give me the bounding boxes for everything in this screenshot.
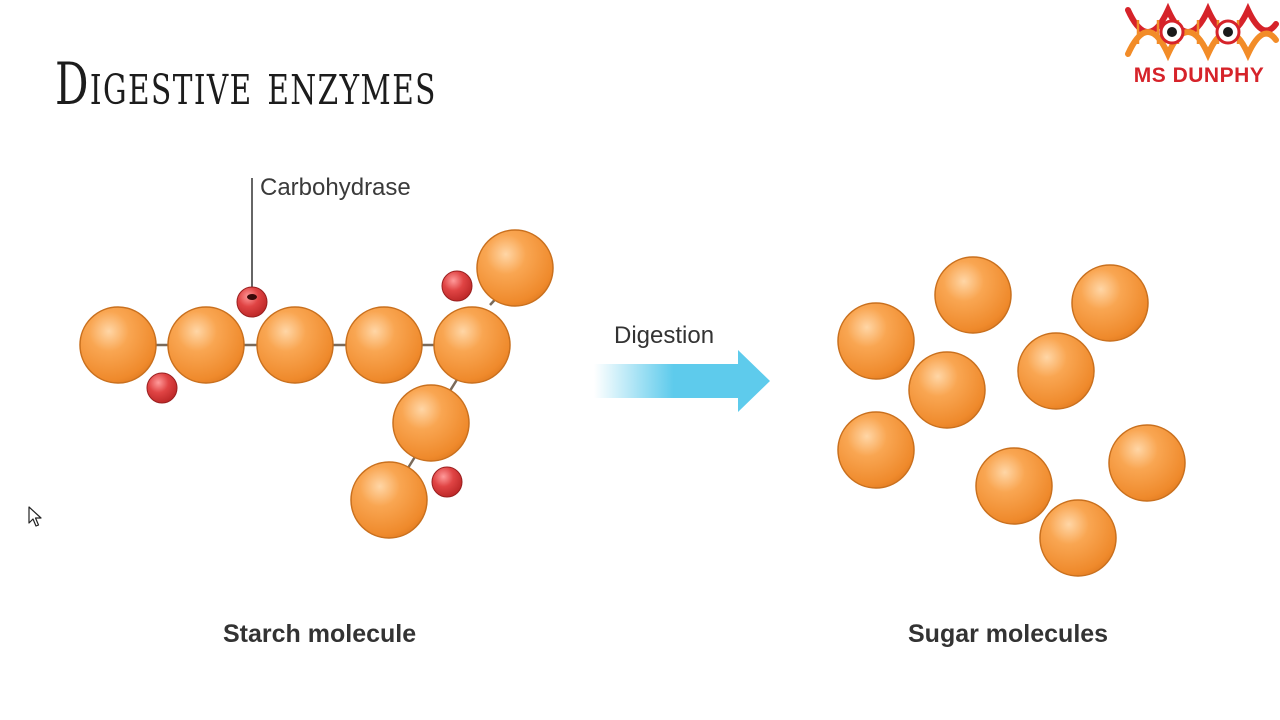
glucose-unit <box>350 461 428 539</box>
sugar-molecule <box>837 411 915 489</box>
sugar-molecule <box>975 447 1053 525</box>
glucose-unit <box>167 306 245 384</box>
sugar-molecule <box>908 351 986 429</box>
glucose-unit <box>79 306 157 384</box>
digestion-arrow <box>594 350 770 412</box>
mouse-cursor-icon <box>28 506 42 533</box>
starch-molecule <box>79 229 554 539</box>
enzyme <box>146 372 178 404</box>
glucose-unit <box>433 306 511 384</box>
enzyme-active-site <box>247 294 257 300</box>
glucose-unit <box>345 306 423 384</box>
sugar-molecule <box>1108 424 1186 502</box>
glucose-unit <box>476 229 554 307</box>
carbohydrase-label: Carbohydrase <box>260 174 411 201</box>
starch-caption: Starch molecule <box>223 620 417 648</box>
sugar-molecules <box>837 256 1186 577</box>
ms-dunphy-logo: MS DUNPHY <box>1118 2 1280 100</box>
sugar-molecule <box>1017 332 1095 410</box>
logo-text: MS DUNPHY <box>1133 64 1265 87</box>
sugar-molecule <box>1071 264 1149 342</box>
digestion-label: Digestion <box>614 322 715 349</box>
sugar-caption: Sugar molecules <box>908 620 1109 648</box>
glucose-unit <box>392 384 470 462</box>
enzyme <box>236 286 268 318</box>
enzymes <box>146 270 473 498</box>
sugar-molecule <box>837 302 915 380</box>
dna-helix-logo-icon <box>1125 2 1279 62</box>
enzyme <box>441 270 473 302</box>
sugar-molecule <box>934 256 1012 334</box>
slide-title: Digestive enzymes <box>55 50 437 118</box>
glucose-unit <box>256 306 334 384</box>
sugar-molecule <box>1039 499 1117 577</box>
enzyme <box>431 466 463 498</box>
